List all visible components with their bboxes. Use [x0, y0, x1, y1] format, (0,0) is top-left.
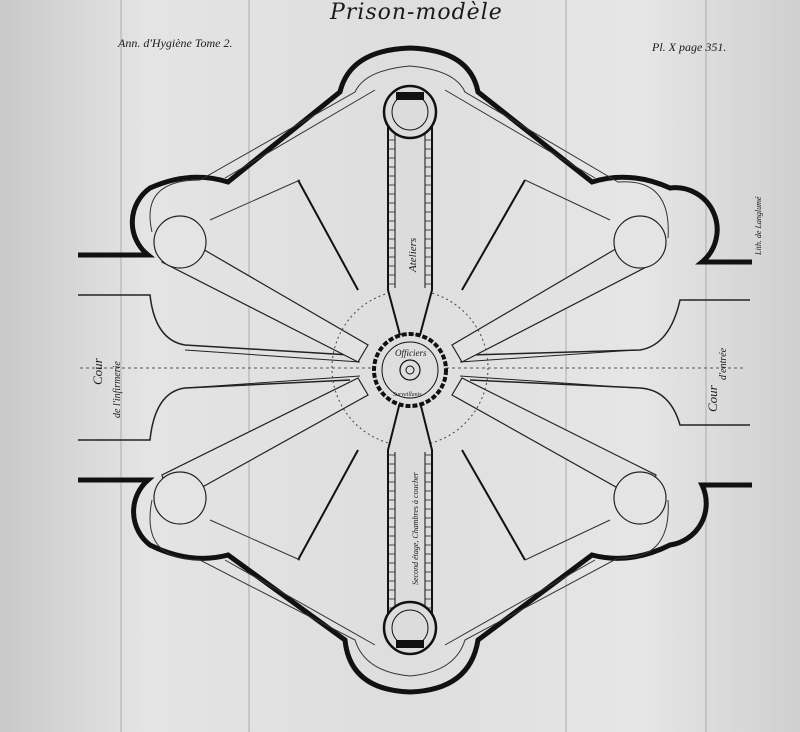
inner-wall [78, 294, 750, 441]
plate-title: Prison-modèle [330, 0, 503, 25]
label-de-infirmerie: de l'infirmerie [112, 361, 123, 418]
corner-pavilion [153, 215, 667, 525]
inner-wall [149, 65, 669, 677]
label-cour-entree: Cour [705, 385, 720, 412]
journal-reference: Ann. d'Hygiène Tome 2. [118, 36, 233, 50]
paper-fold-line [705, 0, 707, 732]
diagonal-wing [161, 229, 657, 506]
paper-fold-line [120, 0, 122, 732]
yard-divider [209, 89, 611, 646]
outer-wall [78, 477, 752, 695]
label-ateliers: Ateliers [407, 238, 419, 273]
paper-fold-line [248, 0, 250, 732]
north-cell-block [382, 84, 438, 336]
central-rotunda [372, 332, 448, 408]
yard-divider [297, 179, 526, 561]
label-cour-infirmerie: Cour [90, 358, 105, 385]
paper-fold-line [565, 0, 567, 732]
label-d-entree: d'entrée [718, 347, 729, 380]
label-surveillants: Surveillants [393, 392, 422, 398]
south-cell-block [382, 401, 438, 656]
outer-wall [78, 45, 752, 265]
label-chambres: Second étage, Chambres à coucher [411, 471, 420, 585]
plate-reference: Pl. X page 351. [652, 40, 727, 54]
label-officiers: Officiers [395, 348, 427, 358]
